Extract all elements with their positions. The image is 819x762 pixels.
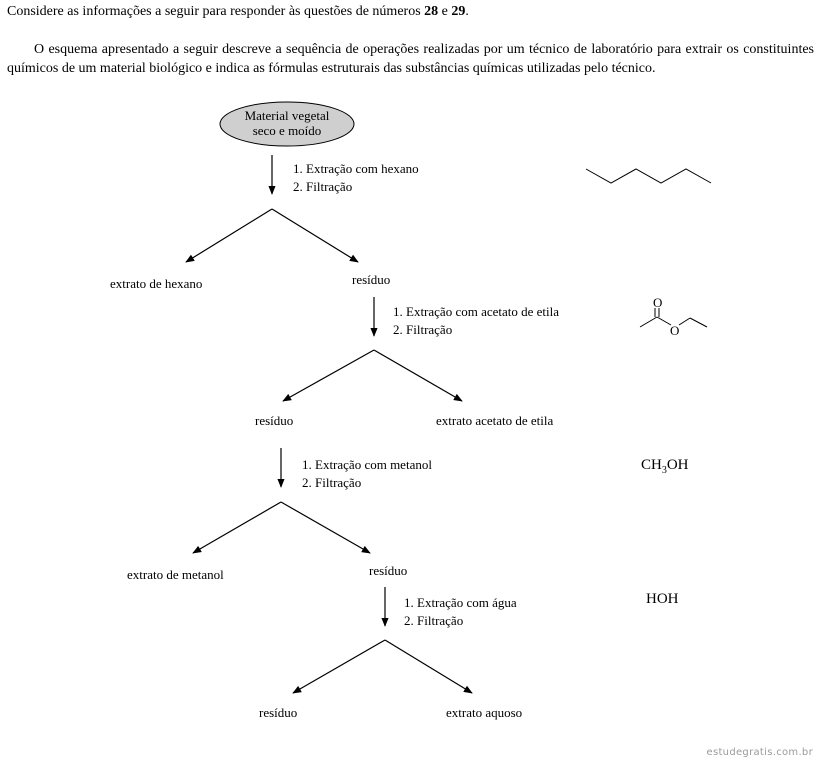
step2-left-product: resíduo	[255, 413, 294, 428]
step3-right-product: resíduo	[369, 563, 408, 578]
step2-right-branch	[373, 349, 463, 402]
step4-right-product: extrato aquoso	[446, 705, 523, 720]
intro-line: Considere as informações a seguir para r…	[7, 4, 469, 20]
start-node-ellipse	[219, 101, 355, 147]
methanol-ch: CH	[641, 457, 662, 473]
step1-left-product: extrato de hexano	[110, 276, 203, 291]
step4-filtration: 2. Filtração	[404, 613, 464, 628]
question-number-29: 29	[451, 4, 466, 19]
step3-filtration: 2. Filtração	[302, 475, 362, 490]
intro-suffix: .	[465, 4, 469, 19]
intro-paragraph: O esquema apresentado a seguir descreve …	[7, 42, 814, 76]
ethyl-acetate-structure	[639, 308, 708, 328]
step1-left-branch	[185, 208, 273, 263]
step1-filtration: 2. Filtração	[293, 179, 353, 194]
water-formula: HOH	[646, 591, 679, 607]
step2-left-branch	[282, 349, 375, 402]
step2-extraction: 1. Extração com acetato de etila	[393, 304, 560, 319]
step3-right-branch	[280, 501, 371, 554]
watermark: estudegratis.com.br	[706, 747, 813, 758]
methanol-subscript: 3	[661, 465, 667, 476]
ethyl-acetate-ester-oxygen: O	[670, 323, 679, 338]
step3-left-branch	[192, 501, 282, 554]
intro-prefix: Considere as informações a seguir para r…	[7, 4, 425, 19]
step2-filtration: 2. Filtração	[393, 322, 453, 337]
step1-instructions: 1. Extração com hexano 2. Filtração	[293, 160, 419, 196]
step2-instructions: 1. Extração com acetato de etila 2. Filt…	[393, 303, 559, 339]
step1-right-product: resíduo	[352, 272, 391, 287]
step3-instructions: 1. Extração com metanol 2. Filtração	[302, 456, 432, 492]
step2-right-product: extrato acetato de etila	[436, 413, 554, 428]
start-node-line2: seco e moído	[252, 123, 322, 138]
step4-instructions: 1. Extração com água 2. Filtração	[404, 594, 517, 630]
methanol-oh: OH	[666, 457, 689, 473]
step4-extraction: 1. Extração com água	[404, 595, 517, 610]
hexane-structure	[585, 168, 712, 184]
step4-right-branch	[384, 639, 473, 694]
step4-left-product: resíduo	[259, 705, 298, 720]
step4-left-branch	[292, 639, 386, 694]
intro-mid: e	[438, 4, 452, 19]
step3-left-product: extrato de metanol	[127, 567, 224, 582]
step3-extraction: 1. Extração com metanol	[302, 457, 432, 472]
start-node-line1: Material vegetal	[244, 108, 330, 123]
ethyl-acetate-carbonyl-oxygen: O	[653, 295, 662, 310]
step1-right-branch	[271, 208, 359, 263]
start-node-label: Material vegetal seco e moído	[221, 108, 353, 138]
question-number-28: 28	[424, 4, 439, 19]
step1-extraction: 1. Extração com hexano	[293, 161, 419, 176]
methanol-formula: CH3OH	[641, 457, 689, 476]
